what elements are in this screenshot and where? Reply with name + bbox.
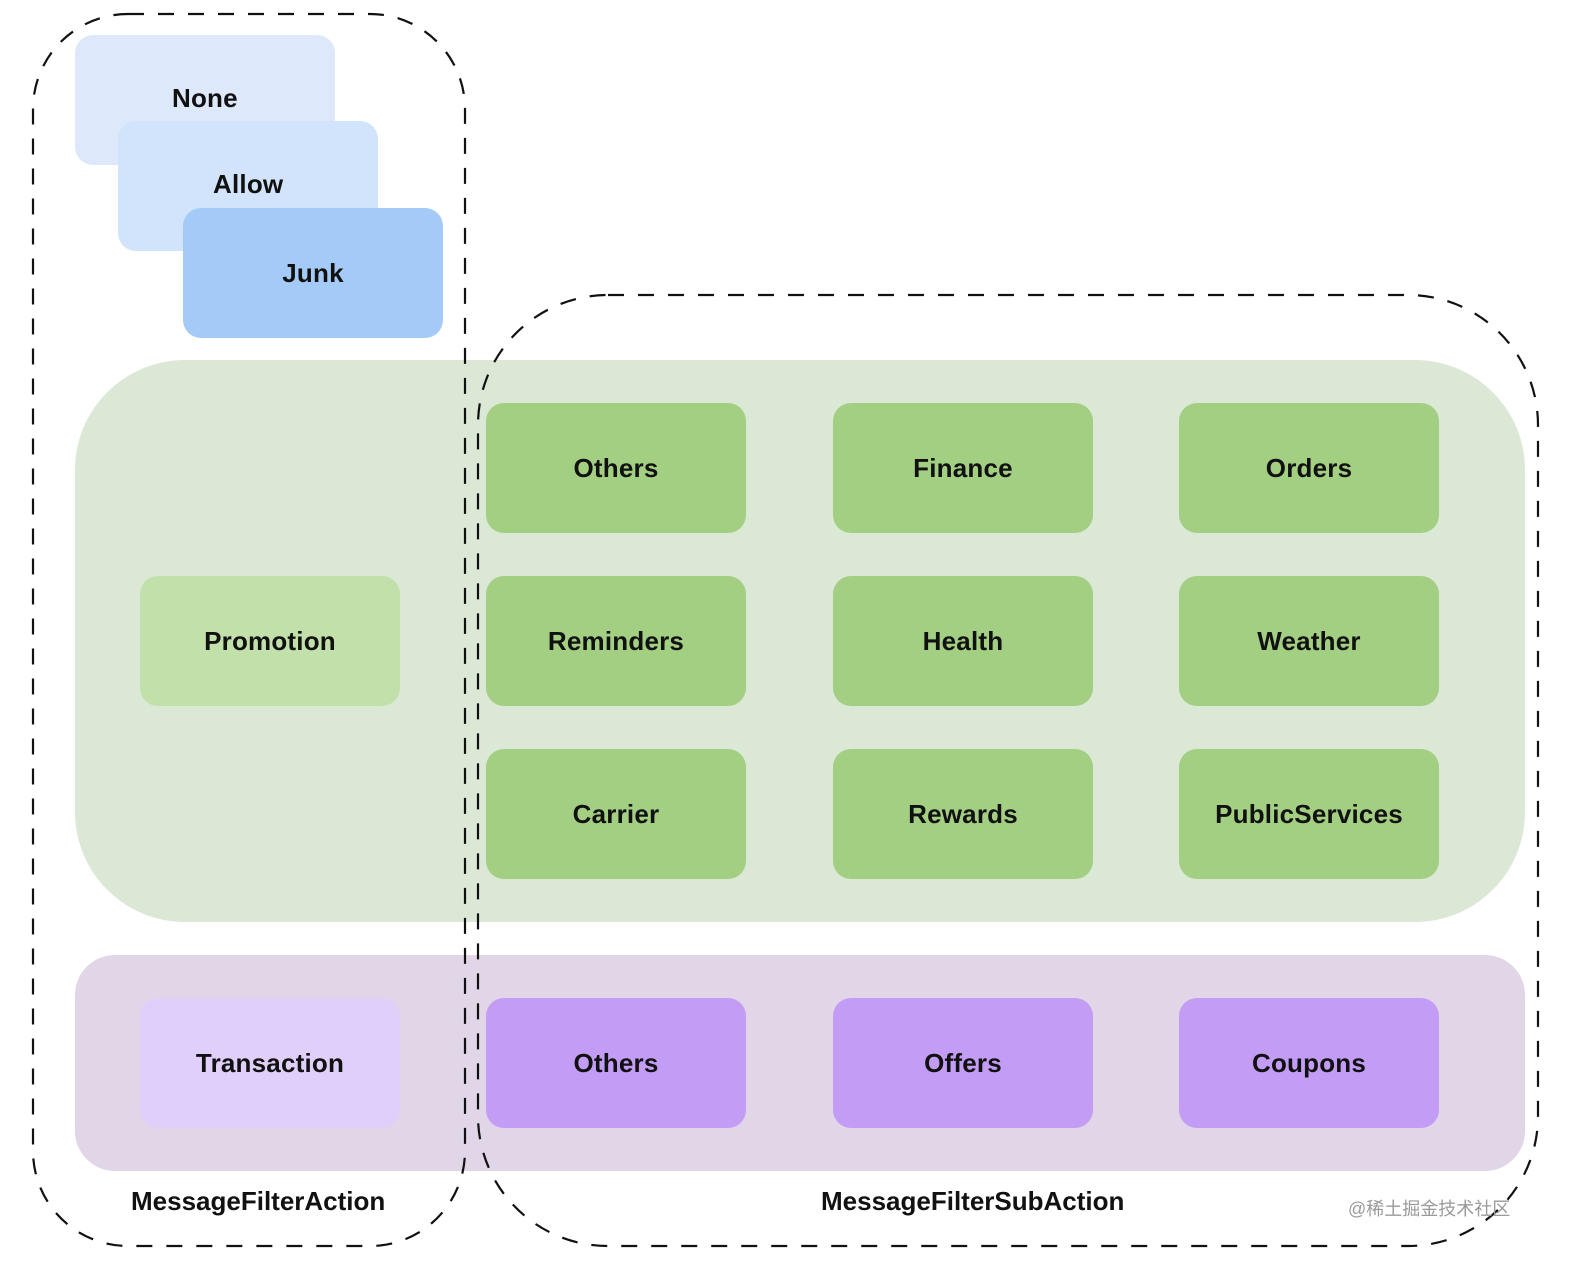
subaction-others-box: Others bbox=[486, 403, 746, 533]
promotion-box: Promotion bbox=[140, 576, 400, 706]
subaction-rewards-box: Rewards bbox=[833, 749, 1093, 879]
message-filter-action-label: MessageFilterAction bbox=[131, 1186, 386, 1216]
message-filter-subaction-boundary bbox=[476, 293, 1540, 1248]
subaction-coupons-label: Coupons bbox=[1251, 1047, 1367, 1078]
subaction-transaction-others-label: Others bbox=[573, 1047, 659, 1078]
subaction-finance-label: Finance bbox=[913, 452, 1013, 483]
message-filter-action-boundary bbox=[31, 12, 467, 1248]
watermark: @稀土掘金技术社区 bbox=[1348, 1199, 1511, 1219]
message-filter-subaction-label: MessageFilterSubAction bbox=[821, 1186, 1125, 1216]
action-junk-label: Junk bbox=[282, 257, 344, 288]
action-allow-label: Allow bbox=[213, 169, 284, 199]
subaction-rewards-label: Rewards bbox=[908, 798, 1018, 829]
subaction-orders-label: Orders bbox=[1265, 452, 1353, 483]
subaction-carrier-label: Carrier bbox=[572, 798, 660, 829]
promotion-label: Promotion bbox=[204, 625, 336, 656]
subaction-offers-box: Offers bbox=[833, 998, 1093, 1128]
action-none-label: None bbox=[172, 83, 238, 113]
subaction-publicservices-box: PublicServices bbox=[1179, 749, 1439, 879]
subaction-carrier-box: Carrier bbox=[486, 749, 746, 879]
subaction-health-box: Health bbox=[833, 576, 1093, 706]
subaction-weather-label: Weather bbox=[1257, 625, 1361, 656]
transaction-box: Transaction bbox=[140, 998, 400, 1128]
subaction-weather-box: Weather bbox=[1179, 576, 1439, 706]
subaction-transaction-others-box: Others bbox=[486, 998, 746, 1128]
transaction-label: Transaction bbox=[195, 1047, 345, 1078]
subaction-others-label: Others bbox=[573, 452, 659, 483]
subaction-offers-label: Offers bbox=[924, 1047, 1002, 1078]
subaction-finance-box: Finance bbox=[833, 403, 1093, 533]
subaction-coupons-box: Coupons bbox=[1179, 998, 1439, 1128]
subaction-reminders-label: Reminders bbox=[547, 625, 685, 656]
subaction-publicservices-label: PublicServices bbox=[1215, 798, 1403, 829]
subaction-health-label: Health bbox=[922, 625, 1004, 656]
subaction-reminders-box: Reminders bbox=[486, 576, 746, 706]
subaction-orders-box: Orders bbox=[1179, 403, 1439, 533]
action-junk-box: Junk bbox=[183, 208, 443, 338]
